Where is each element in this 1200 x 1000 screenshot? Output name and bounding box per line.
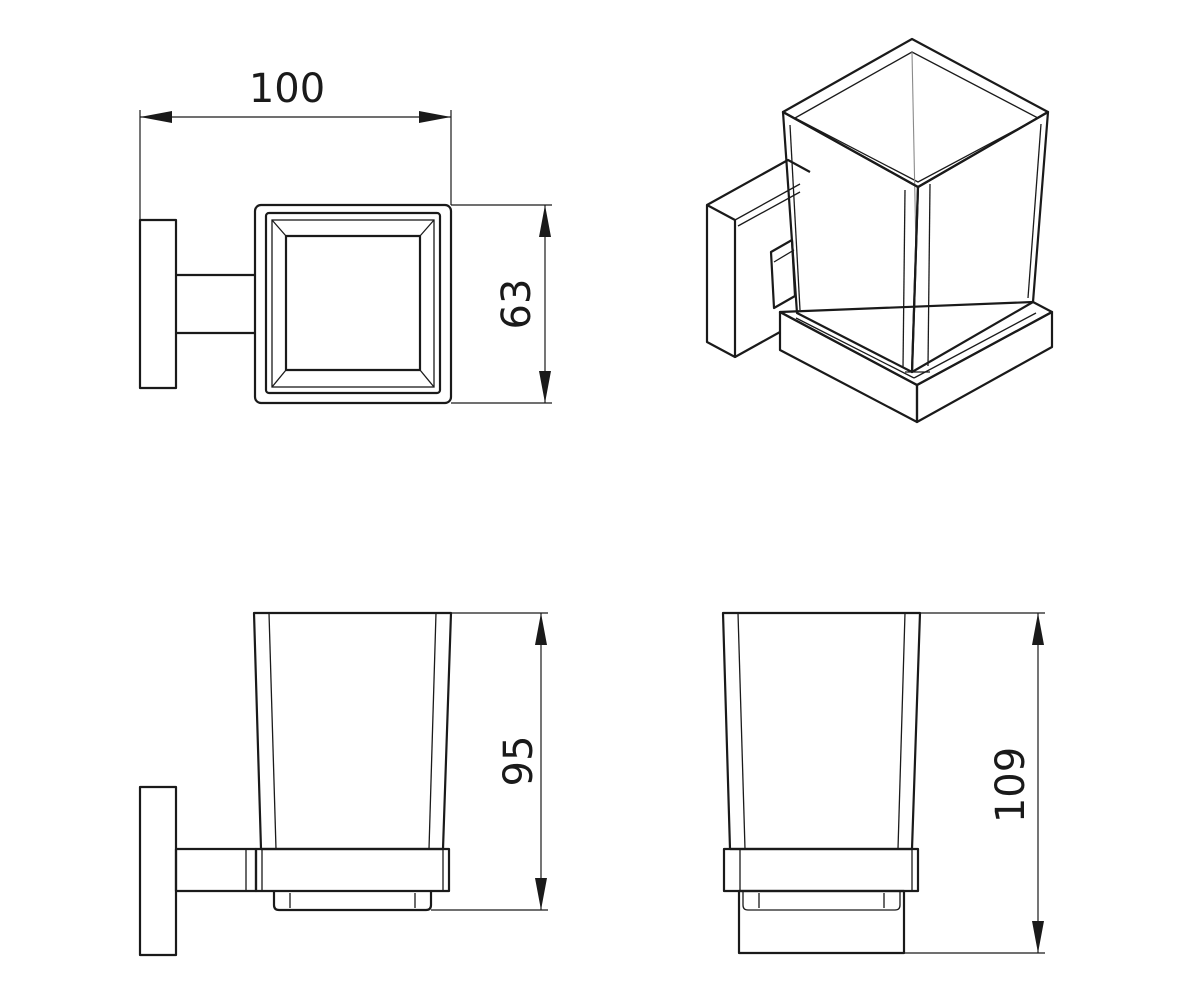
side-view-cup-bottom <box>272 891 433 912</box>
iso-arm-edge <box>773 249 795 263</box>
top-view-chamfer <box>419 219 435 237</box>
top-view-chamfer <box>419 369 435 388</box>
arrow-head <box>140 111 172 123</box>
top-view-cup-rim <box>271 219 435 388</box>
top-view-chamfer <box>271 369 287 388</box>
dimension-height-front: 109 <box>904 612 1045 954</box>
iso-cup-right <box>910 110 1050 374</box>
iso-cup-rim <box>781 37 1050 189</box>
front-view-holder <box>722 847 920 893</box>
dimension-label-depth: 63 <box>494 279 540 330</box>
front-view-cup-bottom <box>742 891 901 911</box>
iso-cup-left <box>781 110 920 374</box>
iso-cup-corner <box>902 189 906 369</box>
dimension-label-height-front: 109 <box>988 747 1034 823</box>
dimension-label-height-side: 95 <box>496 736 542 787</box>
front-view-cup-edge <box>737 612 746 850</box>
top-view-holder-outer <box>253 203 453 405</box>
top-view-cup-bottom <box>284 234 422 372</box>
arrow-head <box>539 205 551 237</box>
iso-wall-plate-bottom <box>734 331 781 358</box>
iso-cup-corner <box>1027 123 1042 299</box>
arrow-head <box>535 878 547 910</box>
iso-cup-rim-inner <box>793 51 1040 183</box>
iso-cup-corner <box>927 183 931 367</box>
iso-wall-plate-front <box>705 203 737 359</box>
iso-wall-plate-top <box>706 158 811 206</box>
top-view <box>138 203 453 405</box>
front-view-cup-edge <box>897 612 906 850</box>
side-view <box>138 611 453 957</box>
front-view <box>721 611 922 955</box>
iso-base-right <box>915 310 1054 424</box>
side-view-cup-edge <box>268 612 277 850</box>
iso-base-inner <box>795 317 915 379</box>
side-view-holder <box>254 847 451 893</box>
arrow-head <box>539 371 551 403</box>
arrow-head <box>535 613 547 645</box>
arrow-head <box>419 111 451 123</box>
dimension-depth: 63 <box>451 204 552 404</box>
side-view-arm <box>174 847 258 893</box>
side-view-cup <box>252 611 453 851</box>
iso-cup-corner <box>789 124 801 311</box>
top-view-wall-plate <box>138 218 178 390</box>
arrow-head <box>1032 613 1044 645</box>
isometric-view <box>705 37 1054 424</box>
front-view-cup <box>721 611 922 851</box>
side-view-wall-plate <box>138 785 178 957</box>
dimension-height-side: 95 <box>431 612 548 911</box>
dimension-width: 100 <box>139 66 452 220</box>
top-view-holder-ring <box>264 211 442 395</box>
dimension-label-width: 100 <box>249 66 325 112</box>
side-view-cup-edge <box>428 612 437 850</box>
front-view-wall-plate <box>737 889 906 955</box>
iso-base-left <box>778 310 919 424</box>
iso-base-inner <box>913 312 1037 379</box>
iso-arm <box>769 238 797 310</box>
top-view-chamfer <box>271 219 287 237</box>
arrow-head <box>1032 921 1044 953</box>
iso-cup-inner-edge <box>911 51 917 251</box>
